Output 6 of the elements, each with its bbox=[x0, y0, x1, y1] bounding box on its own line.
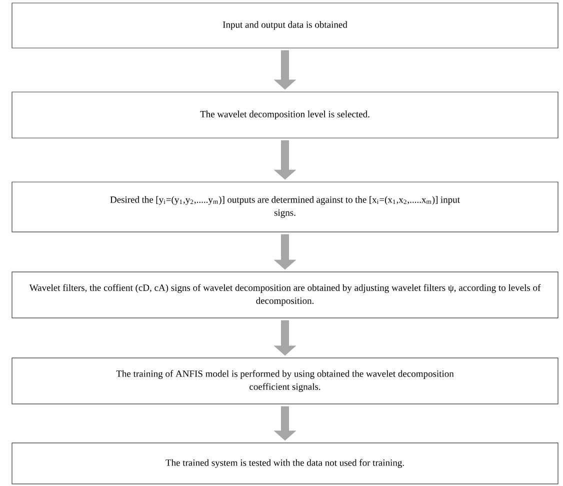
process-box: Input and output data is obtained bbox=[12, 2, 558, 48]
process-box: Desired the [y$_{i}$=(y$_{1}$,y$_{2}$,.....y$_{m}$)] outputs are determined against to the [x$_{i}$=(x$_{1}$,x$_{2}$,.....x$_{m}$)] input signs. bbox=[12, 182, 558, 232]
process-box: The training of ANFIS model is performed by using obtained the wavelet decomposition coefficient signals. bbox=[12, 358, 558, 404]
process-box: The trained system is tested with the data not used for training. bbox=[12, 442, 558, 484]
process-box: The wavelet decomposition level is selected. bbox=[12, 92, 558, 138]
process-box: Wavelet filters, the coffient (cD, cA) signs of wavelet decomposition are obtained by adjusting wavelet filters ψ, according to levels of decomposition. bbox=[12, 272, 558, 318]
